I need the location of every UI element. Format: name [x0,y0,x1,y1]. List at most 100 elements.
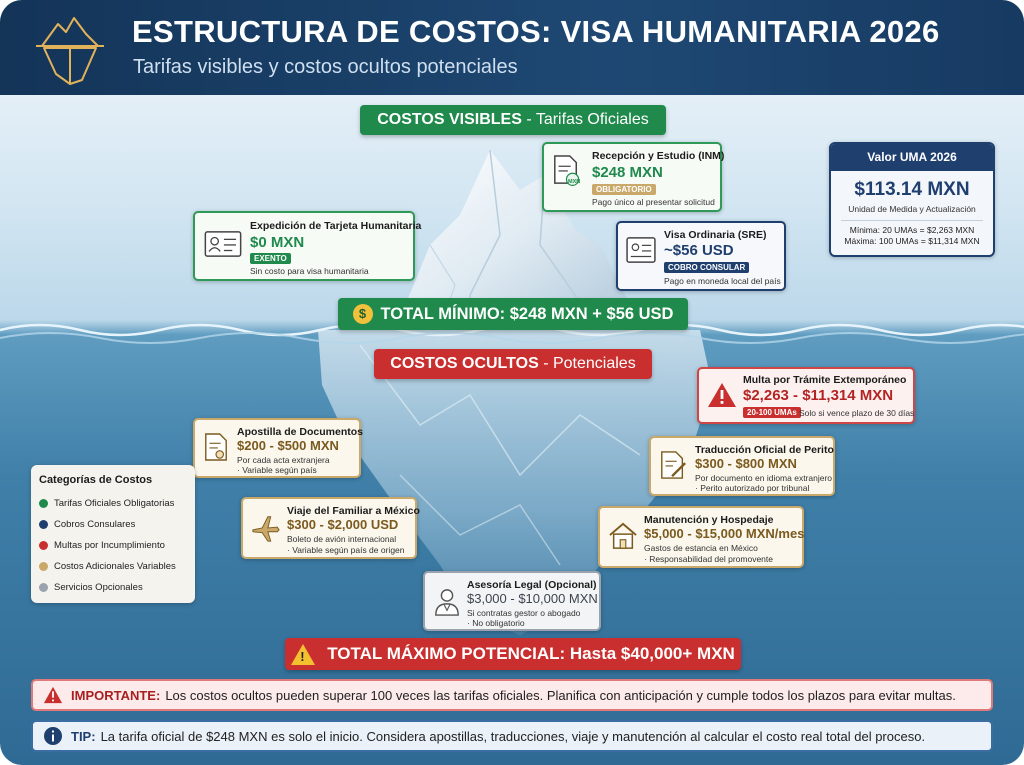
header: ESTRUCTURA DE COSTOS: VISA HUMANITARIA 2… [0,0,1024,95]
card-badge: OBLIGATORIO [592,184,656,195]
visible-costs-sublabel: - Tarifas Oficiales [526,111,649,128]
card-note: · Responsabilidad del promovente [644,554,773,564]
card-apostille: Apostilla de Documentos $200 - $500 MXN … [193,418,364,478]
warning-icon [43,686,63,704]
hidden-costs-sublabel: - Potenciales [543,355,636,372]
legend-dot [39,583,48,592]
card-note: · Variable según país de origen [287,545,405,555]
card-price: $200 - $500 MXN [237,438,339,453]
legend-dot [39,499,48,508]
card-legal-advice: Asesoría Legal (Opcional) $3,000 - $10,0… [423,571,601,631]
card-sre-visa-fee: Visa Ordinaria (SRE) ~$56 USD COBRO CONS… [616,221,786,291]
legend-label: Cobros Consulares [54,519,136,530]
card-note: Pago en moneda local del país [664,276,781,286]
card-note: Gastos de estancia en México [644,543,758,553]
important-text: Los costos ocultos pueden superar 100 ve… [165,687,956,703]
card-note: · Perito autorizado por tribunal [695,483,810,493]
legend-label: Costos Adicionales Variables [54,561,176,572]
legend-dot [39,541,48,550]
card-note: Solo si vence plazo de 30 días [799,408,915,418]
id-card-icon [204,231,242,257]
card-note: Por cada acta extranjera [237,455,330,465]
card-late-fine: Multa por Trámite Extemporáneo $2,263 - … [697,367,915,424]
legend-label: Multas por Incumplimiento [54,540,165,551]
uma-description: Unidad de Medida y Actualización [848,204,976,214]
legend-item: Tarifas Oficiales Obligatorias [39,498,174,509]
uma-value: $113.14 MXN [854,179,970,200]
legend-label: Servicios Opcionales [54,582,143,593]
legend-dot [39,562,48,571]
legend-title: Categorías de Costos [39,474,153,486]
document-icon [554,155,580,186]
visible-costs-banner: COSTOS VISIBLES - Tarifas Oficiales [360,105,666,135]
card-price: $0 MXN [250,234,305,251]
important-note: IMPORTANTE: Los costos ocultos pueden su… [31,679,993,711]
card-title: Recepción y Estudio (INM) [592,150,725,162]
cost-categories-legend: Categorías de Costos Tarifas Oficiales O… [31,465,195,603]
important-label: IMPORTANTE: [71,687,161,703]
card-living-expenses: Manutención y Hospedaje $5,000 - $15,000… [598,506,804,568]
id-card-icon [626,237,656,263]
visible-costs-label: COSTOS VISIBLES [377,111,522,128]
card-note: Pago único al presentar solicitud [592,197,715,207]
translation-icon [661,451,686,479]
legend-item: Cobros Consulares [39,519,135,530]
total-maximum-text: TOTAL MÁXIMO POTENCIAL: Hasta $40,000+ M… [327,644,735,663]
hidden-costs-label: COSTOS OCULTOS [390,355,539,372]
card-badge: EXENTO [250,253,291,264]
advisor-icon [435,589,459,616]
legend-dot [39,520,48,529]
total-maximum-banner: ! TOTAL MÁXIMO POTENCIAL: Hasta $40,000+… [285,638,741,670]
uma-value-box: Valor UMA 2026 $113.14 MXN Unidad de Med… [829,142,995,257]
house-icon [609,522,637,549]
card-travel: Viaje del Familiar a México $300 - $2,00… [241,497,420,559]
card-price: $5,000 - $15,000 MXN/mes [644,526,805,541]
card-badge: 20-100 UMAs [743,407,801,418]
total-minimum-banner: $ TOTAL MÍNIMO: $248 MXN + $56 USD [338,298,688,330]
card-title: Asesoría Legal (Opcional) [467,579,597,591]
card-note: · No obligatorio [467,618,525,628]
page-subtitle: Tarifas visibles y costos ocultos potenc… [133,56,518,78]
card-title: Visa Ordinaria (SRE) [664,229,767,241]
airplane-icon [252,516,280,542]
card-title: Apostilla de Documentos [237,426,364,438]
legend-item: Multas por Incumplimiento [39,540,165,551]
uma-minimum: Mínima: 20 UMAs = $2,263 MXN [849,225,975,235]
card-price: $300 - $2,000 USD [287,517,399,532]
legend-label: Tarifas Oficiales Obligatorias [54,498,175,509]
tip-text: La tarifa oficial de $248 MXN es solo el… [100,728,926,744]
card-price: $248 MXN [592,164,663,181]
card-title: Expedición de Tarjeta Humanitaria [250,220,422,232]
card-inm-fee: MXN Recepción y Estudio (INM) $248 MXN O… [542,142,725,212]
warning-icon [708,383,736,407]
card-note: Boleto de avión internacional [287,534,397,544]
card-price: ~$56 USD [664,242,734,259]
tip-label: TIP: [71,728,96,744]
total-minimum-text: TOTAL MÍNIMO: $248 MXN + $56 USD [380,304,674,323]
money-bag-icon: $ [352,304,373,324]
card-note: Si contratas gestor o abogado [467,608,581,618]
uma-maximum: Máxima: 100 UMAs = $11,314 MXN [844,236,980,246]
card-note: Sin costo para visa humanitaria [250,266,369,276]
card-note: · Variable según país [237,465,317,475]
card-title: Multa por Trámite Extemporáneo [743,374,907,386]
card-note: Por documento en idioma extranjero [695,473,833,483]
card-title: Traducción Oficial de Perito [695,444,834,456]
card-title: Manutención y Hospedaje [644,514,774,526]
certificate-icon [205,433,227,461]
iceberg-logo-icon [36,17,104,85]
card-translation: Traducción Oficial de Perito $300 - $800… [649,436,835,496]
warning-icon: ! [291,643,316,665]
uma-title: Valor UMA 2026 [831,144,993,171]
card-badge: COBRO CONSULAR [664,262,750,273]
page-title: ESTRUCTURA DE COSTOS: VISA HUMANITARIA 2… [132,14,940,49]
legend-item: Costos Adicionales Variables [39,561,176,572]
card-price: $300 - $800 MXN [695,456,797,471]
card-price: $2,263 - $11,314 MXN [743,387,894,404]
divider [841,220,983,221]
card-humanitarian-card-fee: Expedición de Tarjeta Humanitaria $0 MXN… [193,211,421,281]
info-icon [44,727,62,745]
legend-item: Servicios Opcionales [39,582,143,593]
hidden-costs-banner: COSTOS OCULTOS - Potenciales [374,349,652,379]
